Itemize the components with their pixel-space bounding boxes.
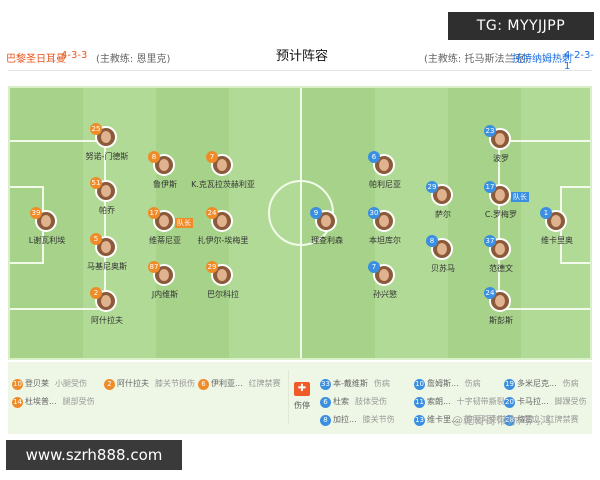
away-player[interactable]: 24 斯彭斯 xyxy=(484,287,513,325)
home-player[interactable]: 51 帕乔 xyxy=(90,177,117,215)
player-name: L谢瓦利埃 xyxy=(28,236,66,245)
header-divider xyxy=(8,70,592,71)
page-title: 预计阵容 xyxy=(275,49,328,64)
home-player-captain[interactable]: 17 队长 维蒂尼亚 xyxy=(148,207,193,245)
away-player[interactable]: 30 本坦库尔 xyxy=(368,207,401,245)
football-pitch: 39 L谢瓦利埃 25 努诺-门德斯 51 帕乔 5 马基尼奥斯 2 阿什拉夫 … xyxy=(8,86,592,360)
home-player[interactable]: 7 K.克瓦拉茨赫利亚 xyxy=(191,151,255,189)
home-player[interactable]: 8 鲁伊斯 xyxy=(130,151,200,194)
tg-overlay: TG: MYYJJPP xyxy=(448,12,594,40)
away-player[interactable]: 6 帕利尼亚 xyxy=(368,151,401,189)
home-player[interactable]: 2 阿什拉夫 xyxy=(90,287,123,325)
away-formation: 4-2-3-1 xyxy=(564,50,594,72)
captain-badge: 队长 xyxy=(175,218,193,228)
home-player[interactable]: 5 马基尼奥斯 xyxy=(87,233,127,271)
away-player[interactable]: 29 萨尔 xyxy=(426,181,453,219)
home-coach: (主教练: 恩里克) xyxy=(96,54,171,65)
weibo-watermark: @乾哥哥带你鸿鸿鸿 xyxy=(452,414,551,427)
injury-block: ✚ 伤停 xyxy=(294,382,310,410)
away-player[interactable]: 7 孙兴慜 xyxy=(350,261,420,304)
away-player[interactable]: 37 范德文 xyxy=(484,235,513,273)
match-header: 巴黎圣日耳曼 4-3-3 (主教练: 恩里克) 预计阵容 (主教练: 托马斯法兰… xyxy=(4,46,596,72)
away-player[interactable]: 8 贝苏马 xyxy=(408,235,478,278)
home-player-gk[interactable]: 39 L谢瓦利埃 xyxy=(12,207,82,250)
url-overlay[interactable]: www.szrh888.com xyxy=(6,440,182,470)
medical-kit-icon: ✚ xyxy=(294,382,310,396)
away-coach: (主教练: 托马斯法兰克) xyxy=(424,54,529,65)
away-player-captain[interactable]: 17 队长 C.罗梅罗 xyxy=(484,181,529,219)
home-player[interactable]: 29 巴尔科拉 xyxy=(206,261,239,299)
home-player[interactable]: 87 J内维斯 xyxy=(148,261,179,299)
captain-badge: 队长 xyxy=(511,192,529,202)
home-team-name[interactable]: 巴黎圣日耳曼 xyxy=(6,54,66,65)
home-player[interactable]: 24 扎伊尔-埃梅里 xyxy=(197,207,249,245)
away-team-name[interactable]: 托特纳姆热刺 xyxy=(512,54,572,65)
home-player[interactable]: 25 努诺-门德斯 xyxy=(85,123,129,161)
away-player[interactable]: 9 理查利森 xyxy=(310,207,343,245)
away-player[interactable]: 23 波罗 xyxy=(484,125,511,163)
away-player-gk[interactable]: 1 维卡里奥 xyxy=(540,207,573,245)
home-formation: 4-3-3 xyxy=(61,50,88,61)
